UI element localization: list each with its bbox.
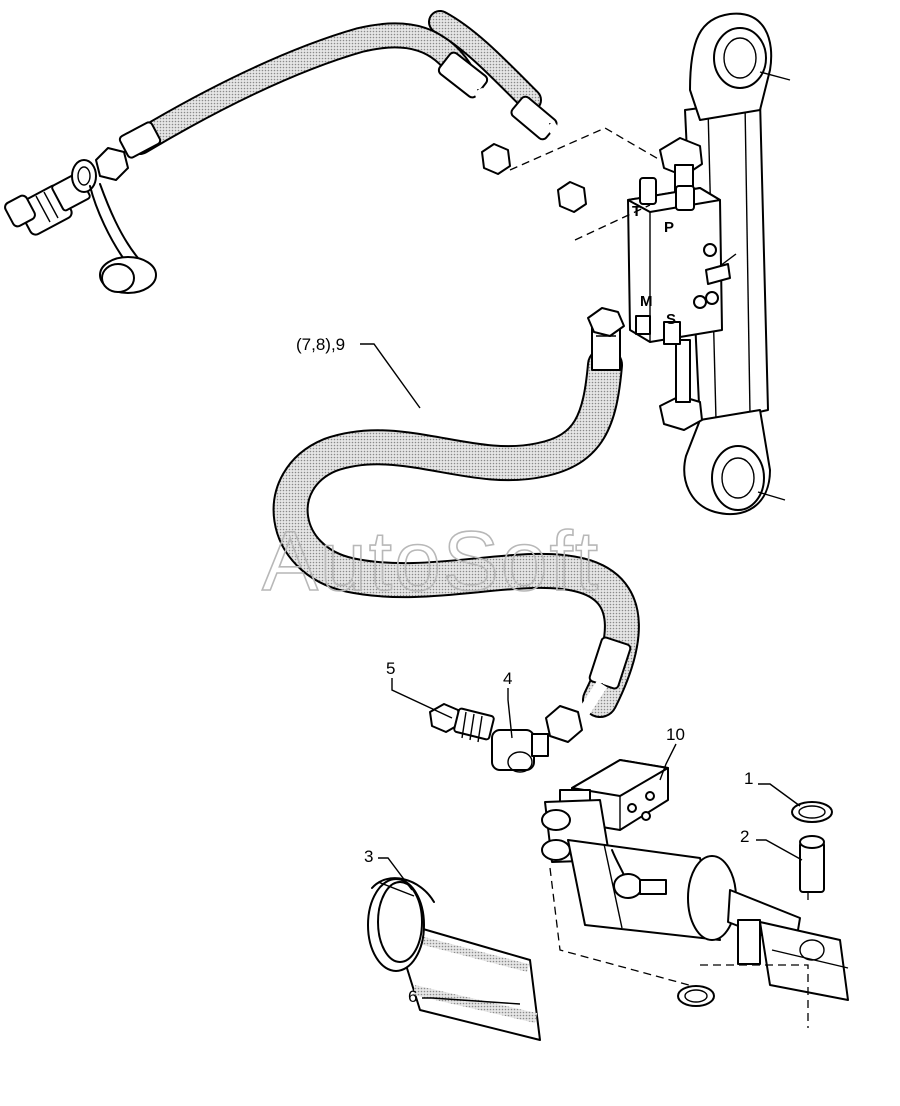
callout-valve-block: 10 <box>666 725 685 744</box>
hose-assembly <box>272 307 640 743</box>
upper-hose-lines <box>95 10 587 213</box>
callout-leaders <box>360 343 803 1005</box>
hydraulic-cylinder <box>659 12 791 516</box>
callout-hose: 6 <box>408 987 417 1006</box>
elbow-fitting <box>491 729 549 773</box>
valve-port-s-label: S <box>666 311 676 328</box>
banjo-bolt <box>429 703 495 743</box>
callout-hose-assembly: (7,8),9 <box>296 335 345 354</box>
callout-banjo-bolt: 5 <box>386 659 395 678</box>
callout-circlip: 1 <box>744 769 753 788</box>
pin <box>799 835 825 893</box>
callout-elbow-fitting: 4 <box>503 669 512 688</box>
callout-pin: 2 <box>740 827 749 846</box>
circlip <box>791 801 833 823</box>
hose-with-clamp <box>367 877 541 1041</box>
quick-coupler <box>4 159 97 236</box>
upper-dashed-leaders <box>509 127 661 241</box>
dust-cap <box>89 183 157 294</box>
valve-port-p-label: P <box>664 219 674 236</box>
valve-block-assembly <box>541 759 849 1001</box>
watermark-text: AutoSoft <box>262 514 600 608</box>
valve-port-m-label: M <box>640 293 653 310</box>
directional-valve: T P M S <box>627 177 737 345</box>
lower-circlip <box>677 985 715 1007</box>
callout-hose-clamp: 3 <box>364 847 373 866</box>
